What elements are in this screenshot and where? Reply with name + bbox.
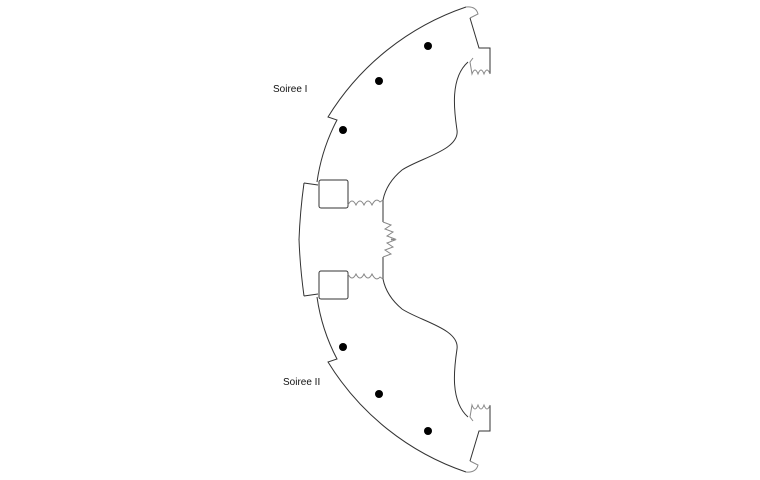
seat-marker: [375, 390, 383, 398]
soiree-i-room-outline: [298, 6, 491, 241]
soiree-ii-room-outline: [298, 238, 491, 473]
seat-marker: [339, 343, 347, 351]
room-label-soiree-ii: Soiree II: [283, 377, 321, 388]
seat-marker: [339, 126, 347, 134]
seat-marker: [375, 77, 383, 85]
seat-markers: [339, 42, 432, 435]
seat-marker: [424, 42, 432, 50]
seat-marker: [424, 427, 432, 435]
room-label-soiree-i: Soiree I: [273, 84, 308, 95]
